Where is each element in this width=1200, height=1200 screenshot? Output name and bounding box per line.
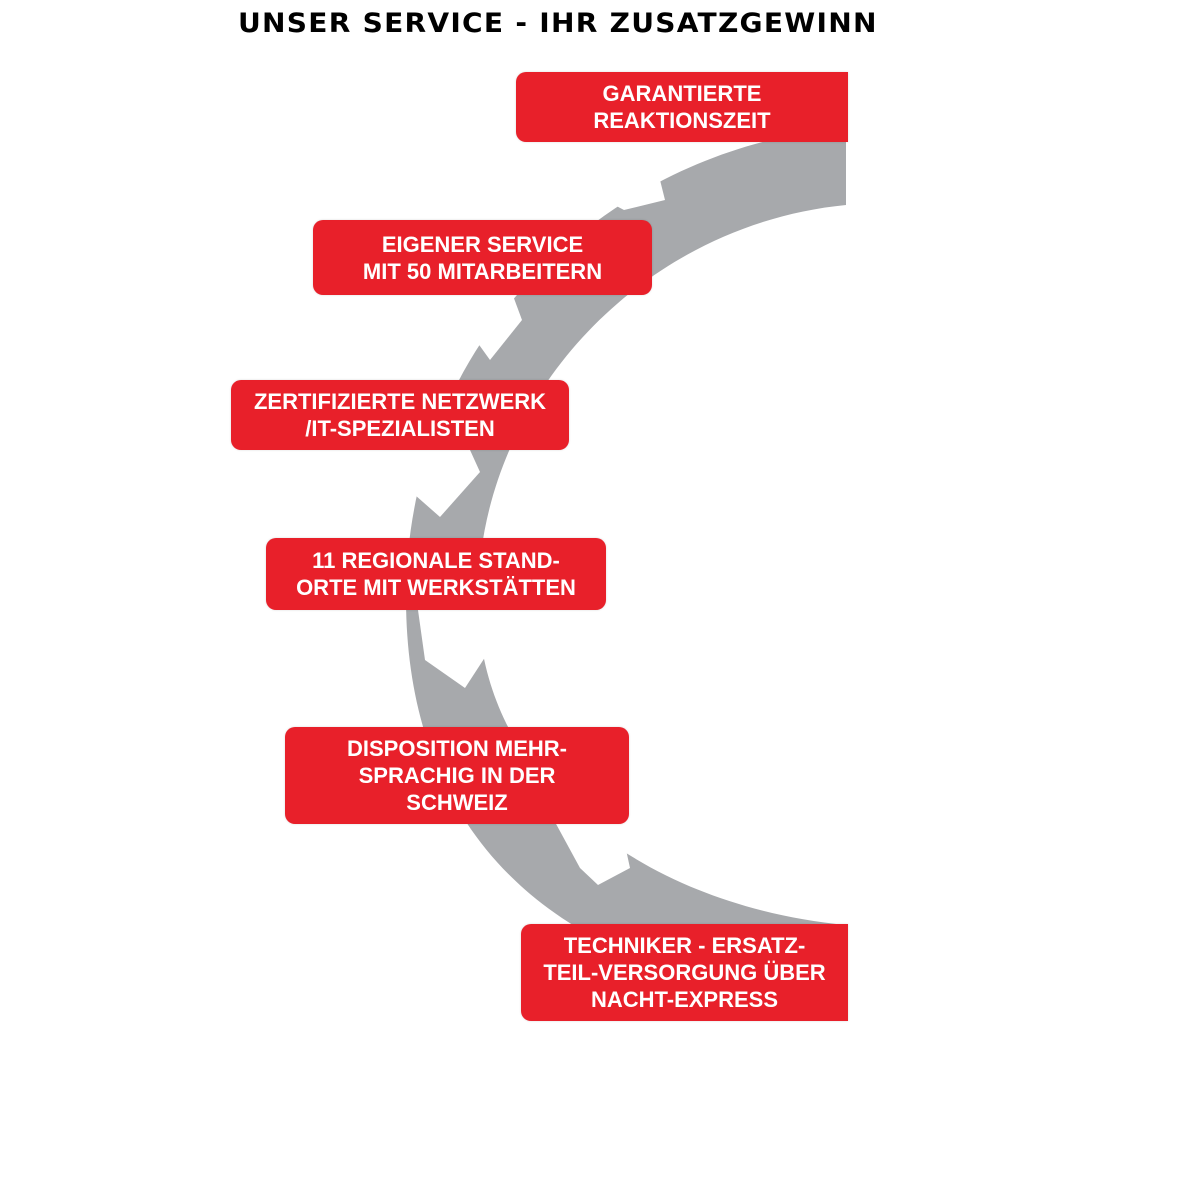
step-box-1: GARANTIERTE REAKTIONSZEIT — [516, 72, 848, 142]
step-2-line-2: MIT 50 MITARBEITERN — [362, 258, 603, 284]
chevron-arrow-2 — [463, 293, 522, 360]
step-box-5: DISPOSITION MEHR- SPRACHIG IN DER SCHWEI… — [285, 727, 629, 824]
step-box-2: EIGENER SERVICE MIT 50 MITARBEITERN — [313, 220, 652, 295]
step-6-line-1: TECHNIKER - ERSATZ- — [563, 933, 806, 958]
step-box-3: ZERTIFIZIERTE NETZWERK /IT-SPEZIALISTEN — [231, 380, 569, 450]
step-6-line-2: TEIL-VERSORGUNG ÜBER — [543, 960, 826, 985]
step-5-line-3: SCHWEIZ — [406, 790, 508, 815]
page-title: UNSER SERVICE - IHR ZUSATZGEWINN — [238, 8, 878, 39]
chevron-arrow-4 — [418, 610, 493, 688]
step-4-line-1: 11 REGIONALE STAND- — [312, 548, 560, 573]
step-3-line-1: ZERTIFIZIERTE NETZWERK — [253, 389, 547, 414]
chevron-arrow-3 — [412, 450, 480, 517]
step-4-line-2: ORTE MIT WERKSTÄTTEN — [296, 575, 576, 600]
step-6-line-3: NACHT-EXPRESS — [590, 987, 779, 1012]
step-5-line-2: SPRACHIG IN DER — [358, 763, 556, 788]
step-box-6: TECHNIKER - ERSATZ- TEIL-VERSORGUNG ÜBER… — [521, 924, 848, 1021]
step-2-line-1: EIGENER SERVICE — [381, 231, 584, 257]
step-3-line-2: /IT-SPEZIALISTEN — [305, 416, 495, 441]
step-1-line-1: GARANTIERTE — [602, 81, 762, 106]
step-5-line-1: DISPOSITION MEHR- — [346, 736, 567, 761]
step-box-4: 11 REGIONALE STAND- ORTE MIT WERKSTÄTTEN — [266, 538, 606, 610]
chevron-arrow-5 — [555, 822, 630, 885]
chevron-arrow-1 — [598, 140, 665, 210]
step-1-line-2: REAKTIONSZEIT — [593, 108, 771, 133]
